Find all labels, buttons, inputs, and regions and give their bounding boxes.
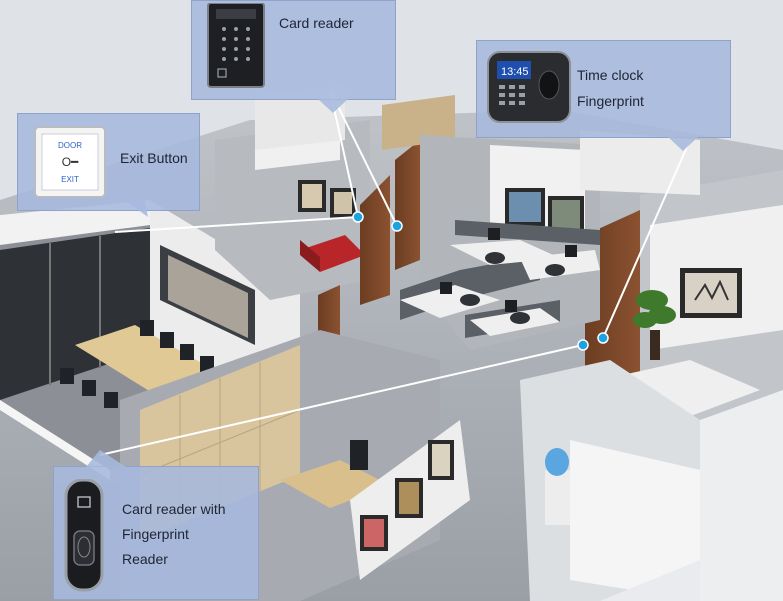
callout-pointer-card-reader bbox=[318, 99, 348, 113]
exit-plate-bottom-text: EXIT bbox=[61, 175, 79, 184]
marker-time-clock bbox=[597, 332, 609, 344]
open-office bbox=[400, 135, 600, 350]
callout-pointer-exit-button bbox=[120, 197, 148, 217]
marker-exit-button bbox=[352, 211, 364, 223]
card-reader-fp-label-line1: Card reader with bbox=[122, 501, 226, 517]
card-reader-fingerprint-device-icon bbox=[64, 479, 104, 592]
door-center bbox=[395, 140, 420, 270]
right-office bbox=[580, 130, 783, 450]
exit-button-label: Exit Button bbox=[120, 150, 188, 166]
device-markers bbox=[352, 211, 609, 351]
marker-card-reader bbox=[391, 220, 403, 232]
callout-exit-button: DOOR O━ EXIT Exit Button bbox=[17, 113, 200, 211]
time-clock-device-icon: 13:45 bbox=[487, 51, 571, 123]
exit-button-device-icon: DOOR O━ EXIT bbox=[34, 126, 106, 198]
callout-card-reader: Card reader bbox=[191, 0, 396, 100]
card-reader-fp-label-line3: Reader bbox=[122, 551, 168, 567]
callout-time-clock: 13:45 Time clock Fingerprint bbox=[476, 40, 731, 138]
time-clock-screen-text: 13:45 bbox=[501, 66, 529, 78]
card-reader-label: Card reader bbox=[279, 15, 354, 31]
card-reader-fp-label-line2: Fingerprint bbox=[122, 526, 189, 542]
card-reader-device-icon bbox=[207, 3, 265, 88]
time-clock-label: Time clock bbox=[577, 67, 644, 83]
key-icon: O━ bbox=[62, 155, 79, 169]
connector-lines bbox=[99, 89, 691, 456]
fingerprint-label: Fingerprint bbox=[577, 93, 644, 109]
callout-pointer-card-reader-fingerprint bbox=[86, 450, 126, 467]
callout-pointer-time-clock bbox=[668, 137, 698, 151]
pantry-room bbox=[520, 360, 783, 601]
exit-plate-top-text: DOOR bbox=[58, 141, 82, 150]
callout-card-reader-fingerprint: Card reader with Fingerprint Reader bbox=[53, 466, 259, 600]
door-left bbox=[360, 175, 390, 305]
marker-card-reader-fingerprint bbox=[577, 339, 589, 351]
